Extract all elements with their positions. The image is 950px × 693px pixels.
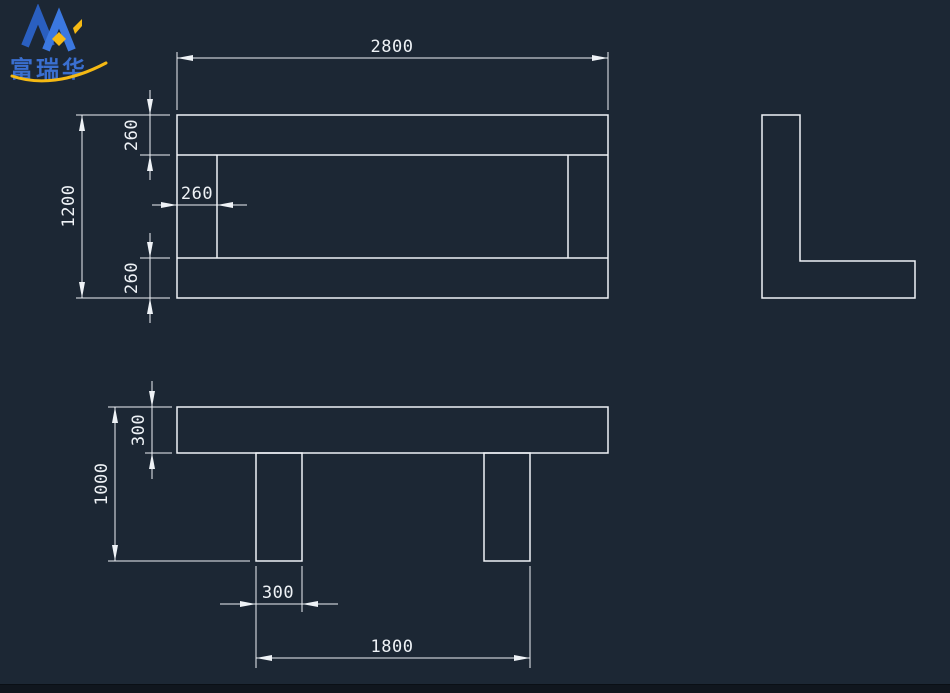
bottom-strip	[0, 684, 950, 693]
dim-leg-width-text[interactable]: 300	[262, 583, 294, 603]
logo-chevron-right	[42, 7, 76, 52]
dim-top-rail-text[interactable]: 260	[122, 119, 142, 151]
dim-front-width-text[interactable]: 2800	[371, 37, 414, 57]
dim-front-height-text[interactable]: 1200	[59, 185, 79, 228]
dimension-texts: 2800 1200 260 260 260 300 1000 300 1800	[59, 37, 413, 657]
plan-view-left-leg[interactable]	[255, 452, 303, 562]
dim-leg-span-text[interactable]: 1800	[371, 637, 414, 657]
dimension-lines[interactable]	[76, 52, 609, 668]
logo-accent-icon	[73, 19, 82, 34]
company-name: 富瑞华	[10, 57, 88, 83]
dim-rail-depth-text[interactable]: 300	[129, 414, 149, 446]
dim-post-width-text[interactable]: 260	[181, 184, 213, 204]
plan-view-rail[interactable]	[176, 406, 609, 454]
front-view-outline[interactable]	[176, 114, 609, 299]
dim-bottom-rail-text[interactable]: 260	[122, 262, 142, 294]
side-view-outline[interactable]	[761, 114, 916, 299]
logo-chevron-left	[21, 4, 55, 48]
logo-icon	[21, 4, 82, 52]
logo-diamond-icon	[52, 32, 66, 46]
dim-overall-depth-text[interactable]: 1000	[92, 463, 112, 506]
plan-view-right-leg[interactable]	[483, 452, 531, 562]
object-lines[interactable]	[176, 114, 916, 562]
logo: 富瑞华	[6, 2, 126, 83]
